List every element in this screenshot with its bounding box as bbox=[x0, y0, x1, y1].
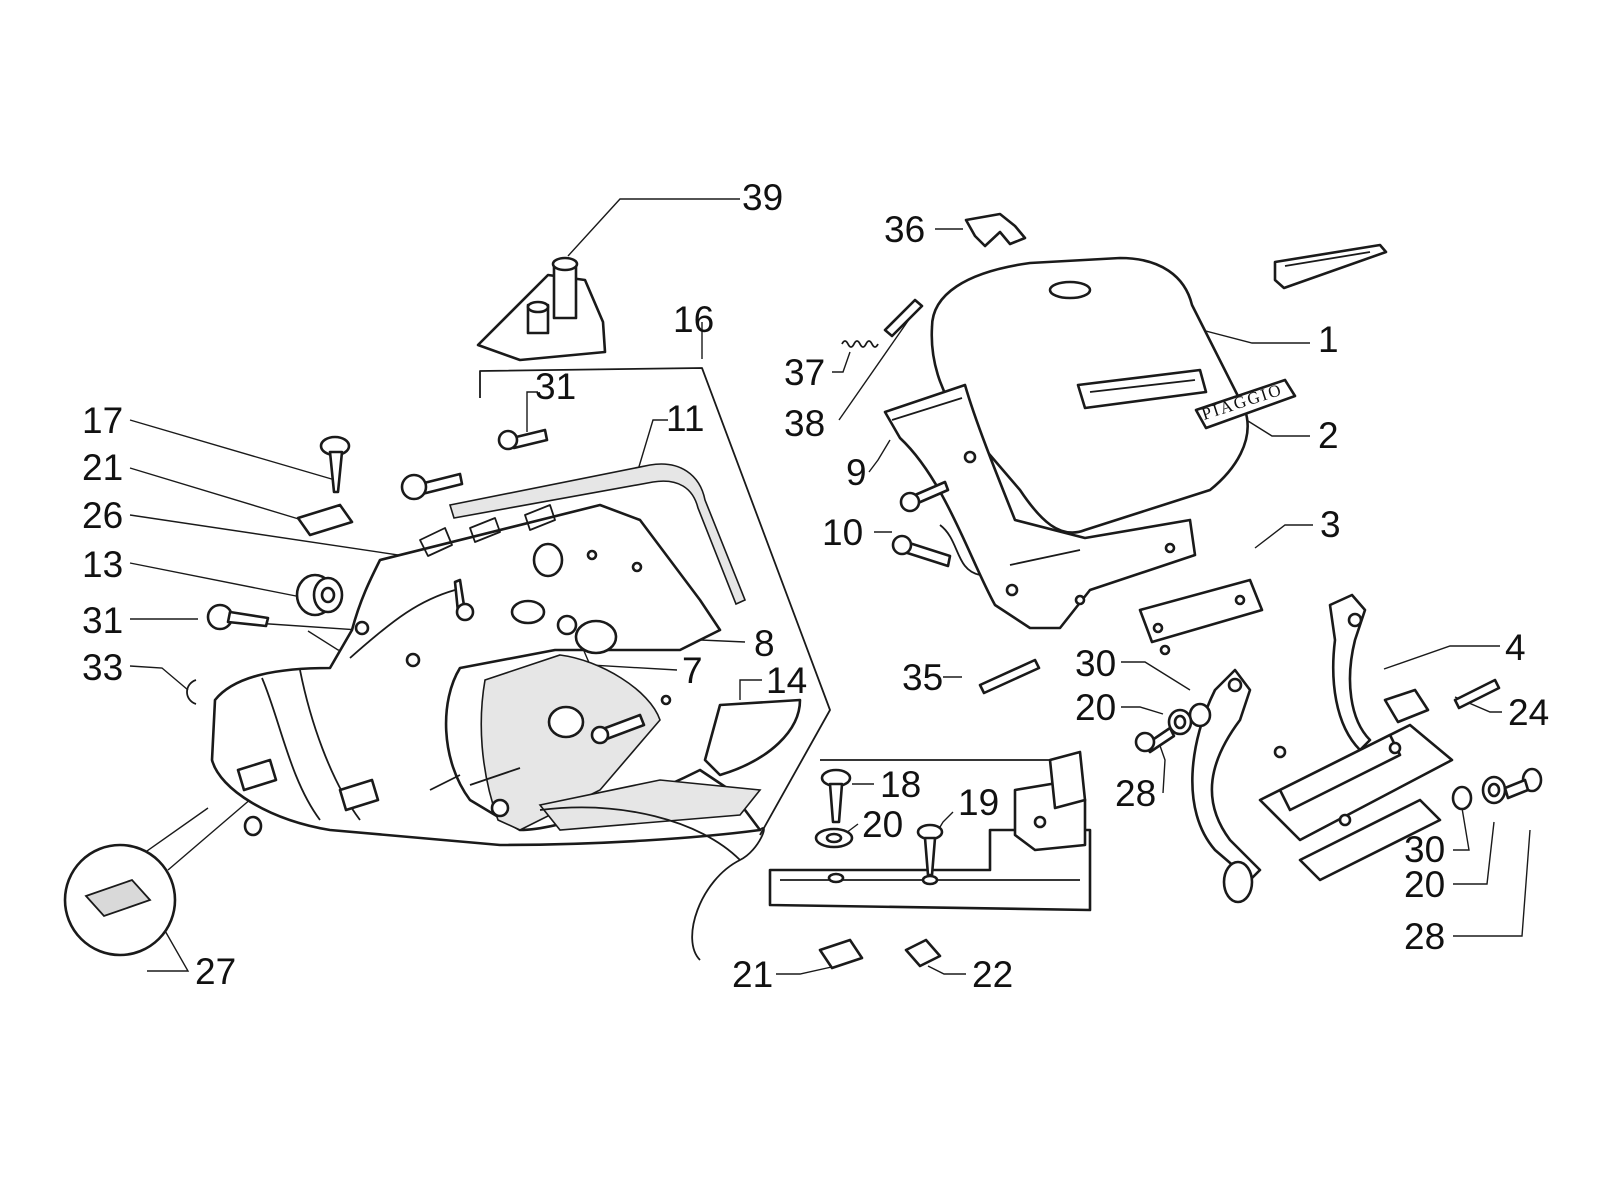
body-outline-arc bbox=[539, 806, 741, 861]
callout-4: 4 bbox=[1505, 627, 1526, 668]
part-39-bracket bbox=[476, 256, 607, 362]
callout-21: 21 bbox=[82, 447, 123, 488]
part-floor-panel bbox=[768, 750, 1092, 970]
callout-22: 22 bbox=[972, 954, 1013, 995]
part-21-clip-left bbox=[296, 503, 354, 537]
callout-7: 7 bbox=[682, 650, 703, 691]
part-10-screws bbox=[891, 480, 981, 576]
part-1-top-cover bbox=[930, 256, 1249, 534]
part-main-body bbox=[210, 503, 802, 847]
part-washer-small bbox=[243, 815, 263, 837]
part-13-grommet bbox=[295, 573, 344, 617]
part-clip-a bbox=[236, 758, 278, 792]
callout-19: 19 bbox=[958, 782, 999, 823]
callout-labels: 39 36 16 1 37 31 11 17 38 2 21 9 26 3 10… bbox=[82, 177, 1549, 995]
part-4-hinge-assembly bbox=[1191, 593, 1454, 904]
part-clip-b bbox=[338, 778, 380, 812]
part-17-screw bbox=[319, 435, 351, 494]
callout-31: 31 bbox=[535, 366, 576, 407]
part-3-plate bbox=[1138, 578, 1264, 656]
part-31-screw-left bbox=[206, 603, 270, 631]
callout-10: 10 bbox=[822, 512, 863, 553]
callout-30: 30 bbox=[1075, 643, 1116, 684]
part-16-group-bracket bbox=[479, 367, 831, 836]
callout-30: 30 bbox=[1404, 829, 1445, 870]
callout-39: 39 bbox=[742, 177, 783, 218]
callout-36: 36 bbox=[884, 209, 925, 250]
part-26-screw bbox=[453, 578, 475, 622]
callout-21: 21 bbox=[732, 954, 773, 995]
callout-35: 35 bbox=[902, 657, 943, 698]
callout-27: 27 bbox=[195, 951, 236, 992]
parts: PIAGGIO bbox=[63, 212, 1543, 970]
callout-14: 14 bbox=[766, 660, 807, 701]
part-washers-right bbox=[1451, 767, 1543, 811]
callout-28: 28 bbox=[1404, 916, 1445, 957]
callout-20: 20 bbox=[862, 804, 903, 845]
callout-8: 8 bbox=[754, 623, 775, 664]
part-24-pin bbox=[1453, 678, 1501, 710]
callout-26: 26 bbox=[82, 495, 123, 536]
part-washers-left bbox=[1134, 702, 1212, 754]
callout-17: 17 bbox=[82, 400, 123, 441]
part-lens bbox=[1273, 243, 1388, 290]
part-27-detail bbox=[63, 843, 177, 957]
part-37-spring bbox=[841, 340, 879, 348]
part-11-seal-strip bbox=[448, 463, 747, 606]
callout-3: 3 bbox=[1320, 504, 1341, 545]
callout-20: 20 bbox=[1075, 687, 1116, 728]
callout-18: 18 bbox=[880, 764, 921, 805]
part-38-pin bbox=[883, 298, 924, 338]
callout-31: 31 bbox=[82, 600, 123, 641]
callout-1: 1 bbox=[1318, 319, 1339, 360]
callout-33: 33 bbox=[82, 647, 123, 688]
callout-9: 9 bbox=[846, 452, 867, 493]
callout-24: 24 bbox=[1508, 692, 1549, 733]
callout-37: 37 bbox=[784, 352, 825, 393]
callout-38: 38 bbox=[784, 403, 825, 444]
callout-2: 2 bbox=[1318, 415, 1339, 456]
callout-13: 13 bbox=[82, 544, 123, 585]
body-outline-curve bbox=[691, 827, 765, 961]
callout-16: 16 bbox=[673, 299, 714, 340]
part-33-clip bbox=[186, 679, 197, 705]
callout-20: 20 bbox=[1404, 864, 1445, 905]
part-7-8-knobs bbox=[547, 614, 646, 745]
part-35-pin bbox=[978, 658, 1041, 695]
callout-11: 11 bbox=[666, 398, 704, 439]
part-36-clip bbox=[964, 212, 1027, 248]
part-31-screws-top bbox=[400, 428, 549, 501]
callout-28: 28 bbox=[1115, 773, 1156, 814]
